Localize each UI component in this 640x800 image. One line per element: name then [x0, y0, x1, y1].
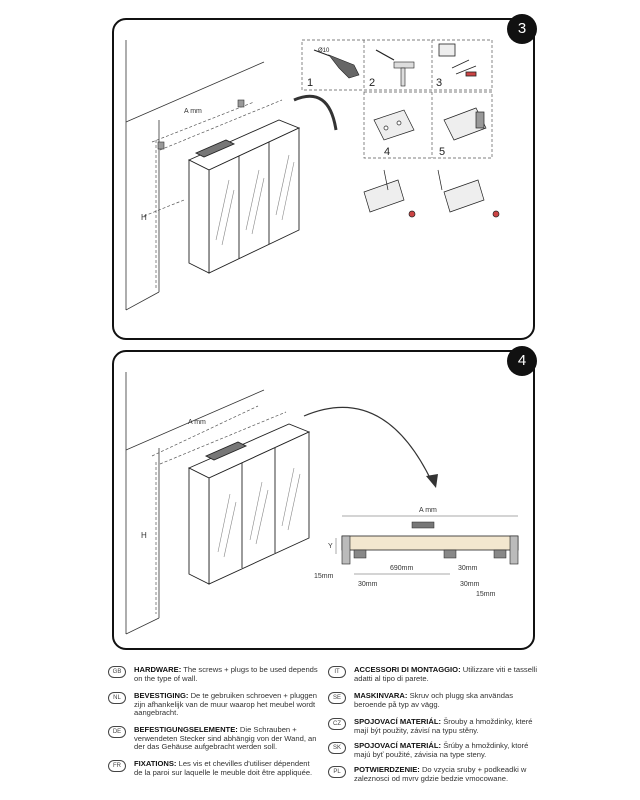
- substep-3-label: 3: [436, 77, 442, 89]
- legend-title: BEVESTIGING:: [134, 691, 189, 700]
- arrow-head: [426, 474, 438, 488]
- language-badge: GB: [108, 666, 126, 678]
- legend-title: SPOJOVACÍ MATERIÁL:: [354, 717, 442, 726]
- legend-text: BEFESTIGUNGSELEMENTE: Die Schrauben + ve…: [134, 725, 320, 752]
- height-dimension-label: H: [141, 531, 147, 540]
- substep-4-label: 4: [384, 146, 390, 158]
- legend-text: SPOJOVACÍ MATERIÁL: Šrouby a hmoždinky, …: [354, 717, 540, 735]
- wall-brackets: [157, 99, 245, 150]
- language-badge: FR: [108, 760, 126, 772]
- step-number-badge: 3: [507, 14, 537, 44]
- language-badge: IT: [328, 666, 346, 678]
- legend-title: HARDWARE:: [134, 665, 182, 674]
- language-badge: SE: [328, 692, 346, 704]
- step-4-panel: 4 A mm H: [112, 346, 537, 650]
- legend-text: BEVESTIGING: De te gebruiken schroeven +…: [134, 691, 320, 718]
- bracket-adjust-detail-1: [363, 169, 416, 218]
- legend-title: FIXATIONS:: [134, 759, 177, 768]
- legend-body: Šrouby a hmoždinky, které mají být použi…: [354, 717, 533, 735]
- detail-left-offset-label: 30mm: [358, 581, 378, 588]
- step-4-illustration: A mm H A mm: [125, 372, 519, 635]
- detail-left-edge-label: 15mm: [314, 573, 334, 580]
- height-dimension-label: H: [141, 213, 147, 222]
- mounted-bracket-icon: [443, 107, 487, 141]
- curved-arrow: [293, 94, 338, 131]
- legend-body: Utilizzare viti e tasselli adatti al tip…: [354, 665, 538, 683]
- detail-right-offset-b: 30mm: [460, 581, 480, 588]
- legend-text: ACCESSORI DI MONTAGGIO: Utilizzare viti …: [354, 665, 540, 683]
- legend-title: MASKINVARA:: [354, 691, 408, 700]
- cabinet: [187, 119, 301, 274]
- language-badge: DE: [108, 726, 126, 738]
- legend-text: HARDWARE: The screws + plugs to be used …: [134, 665, 320, 683]
- legend-title: SPOJOVACÍ MATERIÁL:: [354, 741, 442, 750]
- legend-title: BEFESTIGUNGSELEMENTE:: [134, 725, 238, 734]
- legend-text: MASKINVARA: Skruv och plugg ska användas…: [354, 691, 540, 709]
- width-dimension-label: A mm: [188, 419, 206, 426]
- legend-text: POTWIERDZENIE: Do vzycia sruby + podkead…: [354, 765, 540, 783]
- mirror-reflections: [217, 467, 301, 558]
- language-badge: NL: [108, 692, 126, 704]
- hanger-bracket-icon: [373, 109, 415, 141]
- detail-width-label: A mm: [419, 507, 437, 514]
- detail-arrow: [303, 406, 433, 483]
- language-badge: PL: [328, 766, 346, 778]
- width-dimension-label: A mm: [184, 108, 202, 115]
- cabinet: [187, 423, 311, 585]
- detail-spacing-label: 690mm: [390, 565, 414, 572]
- drill-size-label: Ø10: [318, 48, 330, 54]
- legend-body: De te gebruiken schroeven + pluggen zijn…: [134, 691, 318, 718]
- step-3-illustration: A mm H: [125, 39, 500, 311]
- legend-body: Die Schrauben + verwendeten Stecker sind…: [134, 725, 317, 752]
- bracket-adjust-detail-2: [437, 169, 500, 218]
- drill-icon: [313, 49, 360, 79]
- wall-outline: [125, 372, 265, 635]
- dashed-guides: [143, 99, 283, 290]
- legend-text: SPOJOVACÍ MATERIÁL: Šrúby a hmoždinky, k…: [354, 741, 540, 759]
- hammer-icon: [375, 49, 415, 87]
- language-badge: CZ: [328, 718, 346, 730]
- detail-right-edge-label: 15mm: [476, 591, 496, 598]
- substep-grid: [301, 39, 493, 159]
- language-badge: SK: [328, 742, 346, 754]
- legend-body: The screws + plugs to be used depends on…: [134, 665, 318, 683]
- substep-5-label: 5: [439, 146, 445, 158]
- legend-title: POTWIERDZENIE:: [354, 765, 420, 774]
- detail-right-offset-a: 30mm: [458, 565, 478, 572]
- legend-body: Do vzycia sruby + podkeadki w zaleznosci…: [354, 765, 527, 783]
- substep-1-label: 1: [307, 77, 313, 89]
- dashed-guides: [151, 405, 287, 614]
- legend-body: Šrúby a hmoždinky, ktoré majú byť použit…: [354, 741, 529, 759]
- legend-body: Skruv och plugg ska användas beroende på…: [354, 691, 513, 709]
- mirror-reflections: [215, 154, 295, 246]
- step-3-panel: 3 A mm H: [112, 14, 537, 340]
- detail-y-label: Y: [328, 543, 333, 550]
- legend-body: Les vis et chevilles d'utiliser dépenden…: [134, 759, 313, 777]
- screw-plug-icon: [438, 43, 477, 77]
- step-number-badge: 4: [507, 346, 537, 376]
- mounting-detail: A mm Y 690mm 30mm 15mm 30mm 30mm 15mm: [314, 507, 519, 598]
- substep-2-label: 2: [369, 77, 375, 89]
- legend-title: ACCESSORI DI MONTAGGIO:: [354, 665, 461, 674]
- legend-text: FIXATIONS: Les vis et chevilles d'utilis…: [134, 759, 320, 777]
